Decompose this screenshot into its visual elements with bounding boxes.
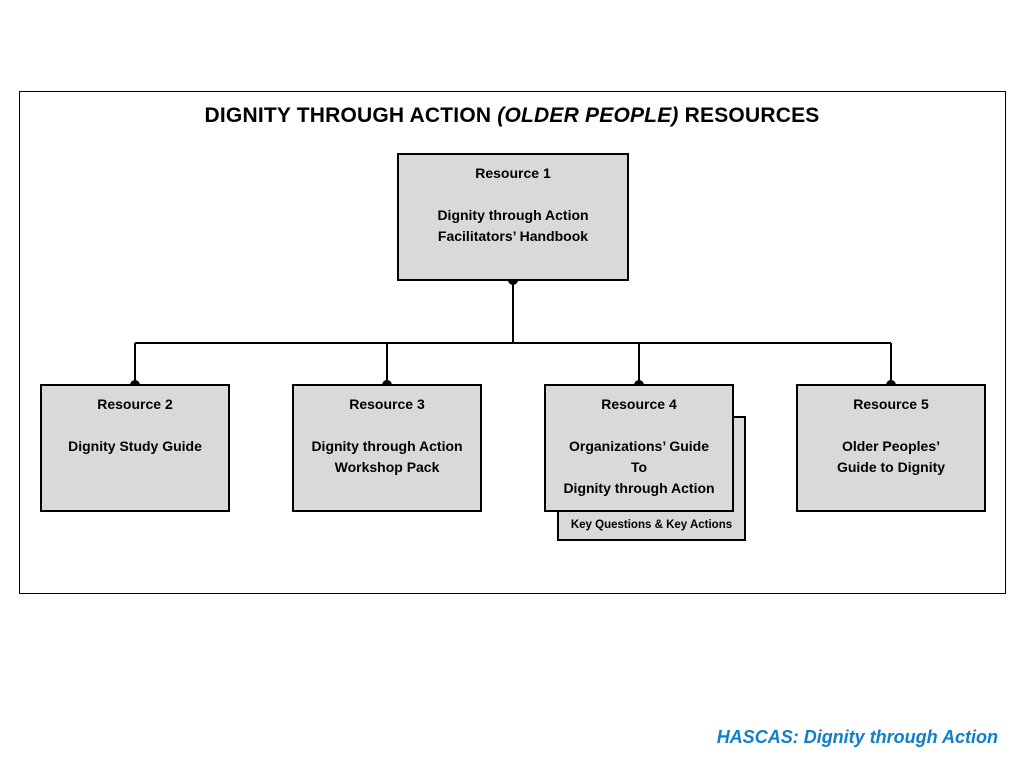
resource-3-box: Resource 3 Dignity through Action Worksh… [292,384,482,512]
resource-5-line-2: Guide to Dignity [836,459,946,475]
resource-1-label: Resource 1 [475,165,551,181]
diagram-frame [19,91,1006,594]
resource-3-line-2: Workshop Pack [334,459,440,475]
resource-1-line-2: Facilitators’ Handbook [437,228,589,244]
title-part-2: (OLDER PEOPLE) [497,104,679,127]
footer-caption: HASCAS: Dignity through Action [716,727,998,747]
resource-2-label: Resource 2 [97,396,173,412]
key-questions-label: Key Questions & Key Actions [570,519,733,531]
resource-1-box: Resource 1 Dignity through Action Facili… [397,153,629,281]
resource-2-line-1: Dignity Study Guide [68,438,202,454]
resource-3-label: Resource 3 [349,396,425,412]
resource-5-label: Resource 5 [853,396,929,412]
title-part-3: RESOURCES [684,104,820,127]
title-part-1: DIGNITY THROUGH ACTION [204,104,492,127]
resource-4-label: Resource 4 [601,396,677,412]
resource-5-box: Resource 5 Older Peoples’ Guide to Digni… [796,384,986,512]
diagram-title: DIGNITY THROUGH ACTION (OLDER PEOPLE) RE… [0,104,1024,128]
resource-4-line-3: Dignity through Action [563,480,715,496]
resource-4-line-1: Organizations’ Guide [568,438,710,454]
resource-2-box: Resource 2 Dignity Study Guide [40,384,230,512]
resource-3-line-1: Dignity through Action [311,438,463,454]
resource-4-line-2: To [630,459,648,475]
resource-4-box: Resource 4 Organizations’ Guide To Digni… [544,384,734,512]
resource-1-line-1: Dignity through Action [437,207,589,223]
resource-5-line-1: Older Peoples’ [841,438,941,454]
